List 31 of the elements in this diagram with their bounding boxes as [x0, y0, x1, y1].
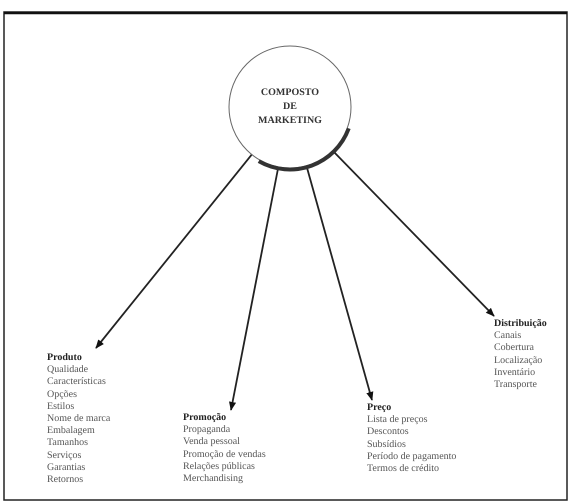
list-item: Termos de crédito [367, 463, 440, 476]
list-item: Propaganda [183, 424, 232, 436]
list-item: Estilos [47, 400, 76, 414]
arrow [95, 154, 252, 349]
list-item: Canais [494, 330, 522, 342]
list-item: Tamanhos [47, 437, 89, 450]
category-heading: Preço [367, 402, 392, 414]
node-title: COMPOSTO DE MARKETING [257, 86, 323, 128]
list-item: Promoção de vendas [183, 448, 267, 461]
list-item: Cobertura [494, 342, 535, 355]
list-item: Localização [494, 354, 544, 367]
list-item: Qualidade [47, 364, 90, 376]
list-item: Características [47, 376, 107, 389]
list-item: Inventário [494, 366, 536, 380]
list-item: Serviços [47, 450, 82, 462]
list-item: Transporte [494, 379, 538, 392]
category-heading: Produto [47, 352, 83, 364]
list-item: Subsídios [367, 438, 407, 451]
list-item: Merchandising [183, 473, 244, 486]
list-item: Opções [47, 388, 78, 401]
list-item: Venda pessoal [183, 436, 241, 449]
list-item: Relações públicas [183, 460, 256, 474]
list-item: Período de pagamento [367, 450, 458, 464]
list-item: Embalagem [47, 425, 96, 438]
list-item: Lista de preços [367, 414, 429, 426]
list-item: Descontos [367, 426, 410, 439]
list-item: Nome de marca [47, 413, 112, 426]
category-heading: Promoção [183, 412, 228, 424]
list-item: Retornos [47, 474, 84, 486]
list-item: Garantias [47, 462, 86, 474]
category-heading: Distribuição [494, 318, 548, 330]
